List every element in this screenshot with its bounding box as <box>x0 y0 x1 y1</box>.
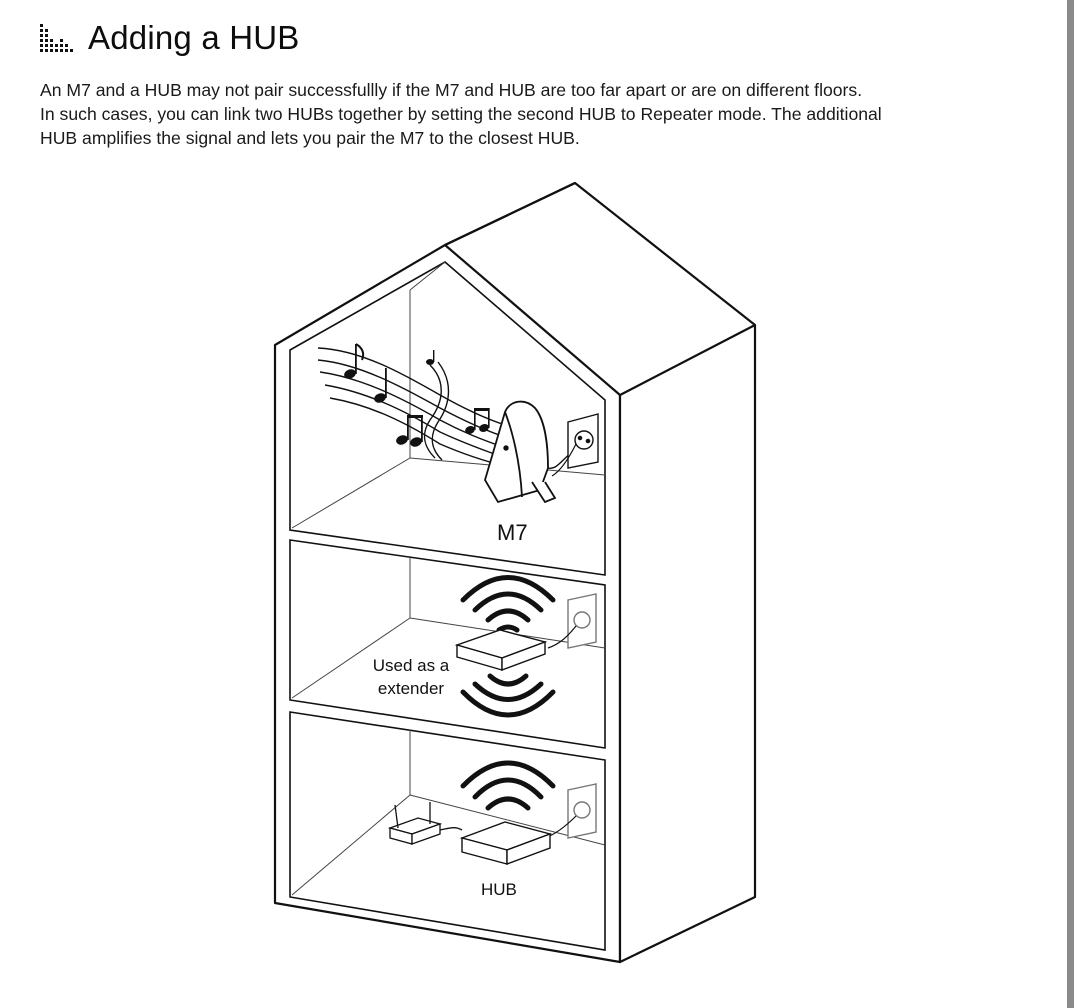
extender-label: Used as a extender <box>356 654 466 700</box>
extender-label-line: Used as a <box>356 654 466 677</box>
floor-openings <box>290 262 605 950</box>
speaker-label: M7 <box>497 520 528 546</box>
hub-label: HUB <box>481 880 517 900</box>
extender-label-line: extender <box>356 677 466 700</box>
